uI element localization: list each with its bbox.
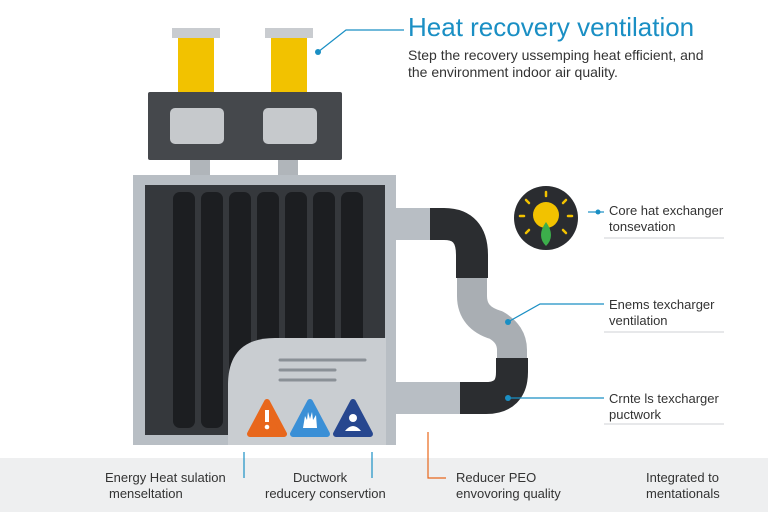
duct-bend-lower xyxy=(460,358,528,414)
callout-line-2: tonsevation xyxy=(609,219,676,234)
sun-leaf-icon xyxy=(514,186,578,250)
duct-bend-upper xyxy=(430,208,488,278)
bottom-label-line-2: envovoring quality xyxy=(456,486,561,501)
callout-core-exchanger: Core hat exchanger tonsevation xyxy=(609,203,749,235)
bottom-label-line-2: reducery conservtion xyxy=(265,486,386,501)
bottom-label-line-1: Integrated to xyxy=(646,470,719,485)
connector-right xyxy=(278,160,298,176)
bottom-label-ductwork: Ductwork reducery conservtion xyxy=(265,470,386,502)
duct-stub-lower xyxy=(396,382,460,414)
exhaust-pipe-right xyxy=(265,28,313,92)
callout-ductwork: Crnte ls texcharger puctwork xyxy=(609,391,749,423)
bottom-label-energy: Energy Heat sulation menseltation xyxy=(105,470,226,502)
hand-icon xyxy=(290,399,330,437)
page-subtitle: Step the recovery ussemping heat efficie… xyxy=(408,47,748,81)
duct-stub-upper xyxy=(396,208,430,240)
panel-window-right xyxy=(263,108,317,144)
bottom-label-line-1: Energy Heat sulation xyxy=(105,470,226,485)
panel-window-left xyxy=(170,108,224,144)
callout-line-orange xyxy=(427,432,446,479)
callout-ventilation: Enems texcharger ventilation xyxy=(609,297,749,329)
warning-icon xyxy=(247,399,287,437)
connector-left xyxy=(190,160,210,176)
bottom-label-line-1: Reducer PEO xyxy=(456,470,537,485)
callout-line-1: Core hat exchanger xyxy=(609,203,724,218)
user-icon xyxy=(333,399,373,437)
bottom-label-reducer: Reducer PEO envovoring quality xyxy=(456,470,561,502)
callout-line-1: Crnte ls texcharger xyxy=(609,391,719,406)
vent-slots xyxy=(278,358,367,382)
footer-band xyxy=(0,458,768,512)
callout-line-1: Enems texcharger xyxy=(609,297,715,312)
bottom-label-integrated: Integrated to mentationals xyxy=(646,470,720,502)
bottom-label-line-2: mentationals xyxy=(646,486,720,501)
callout-lines xyxy=(243,29,604,478)
subtitle-line-2: the environment indoor air quality. xyxy=(408,64,618,80)
subtitle-line-1: Step the recovery ussemping heat efficie… xyxy=(408,47,704,63)
bottom-label-line-2: menseltation xyxy=(109,486,183,501)
callout-line-2: ventilation xyxy=(609,313,668,328)
exhaust-pipe-left xyxy=(172,28,220,92)
callout-dots xyxy=(315,49,601,401)
duct-middle xyxy=(457,278,527,358)
callout-underlines xyxy=(604,237,724,425)
page-title: Heat recovery ventilation xyxy=(408,12,695,42)
callout-line-2: puctwork xyxy=(609,407,662,422)
bottom-label-line-1: Ductwork xyxy=(293,470,348,485)
